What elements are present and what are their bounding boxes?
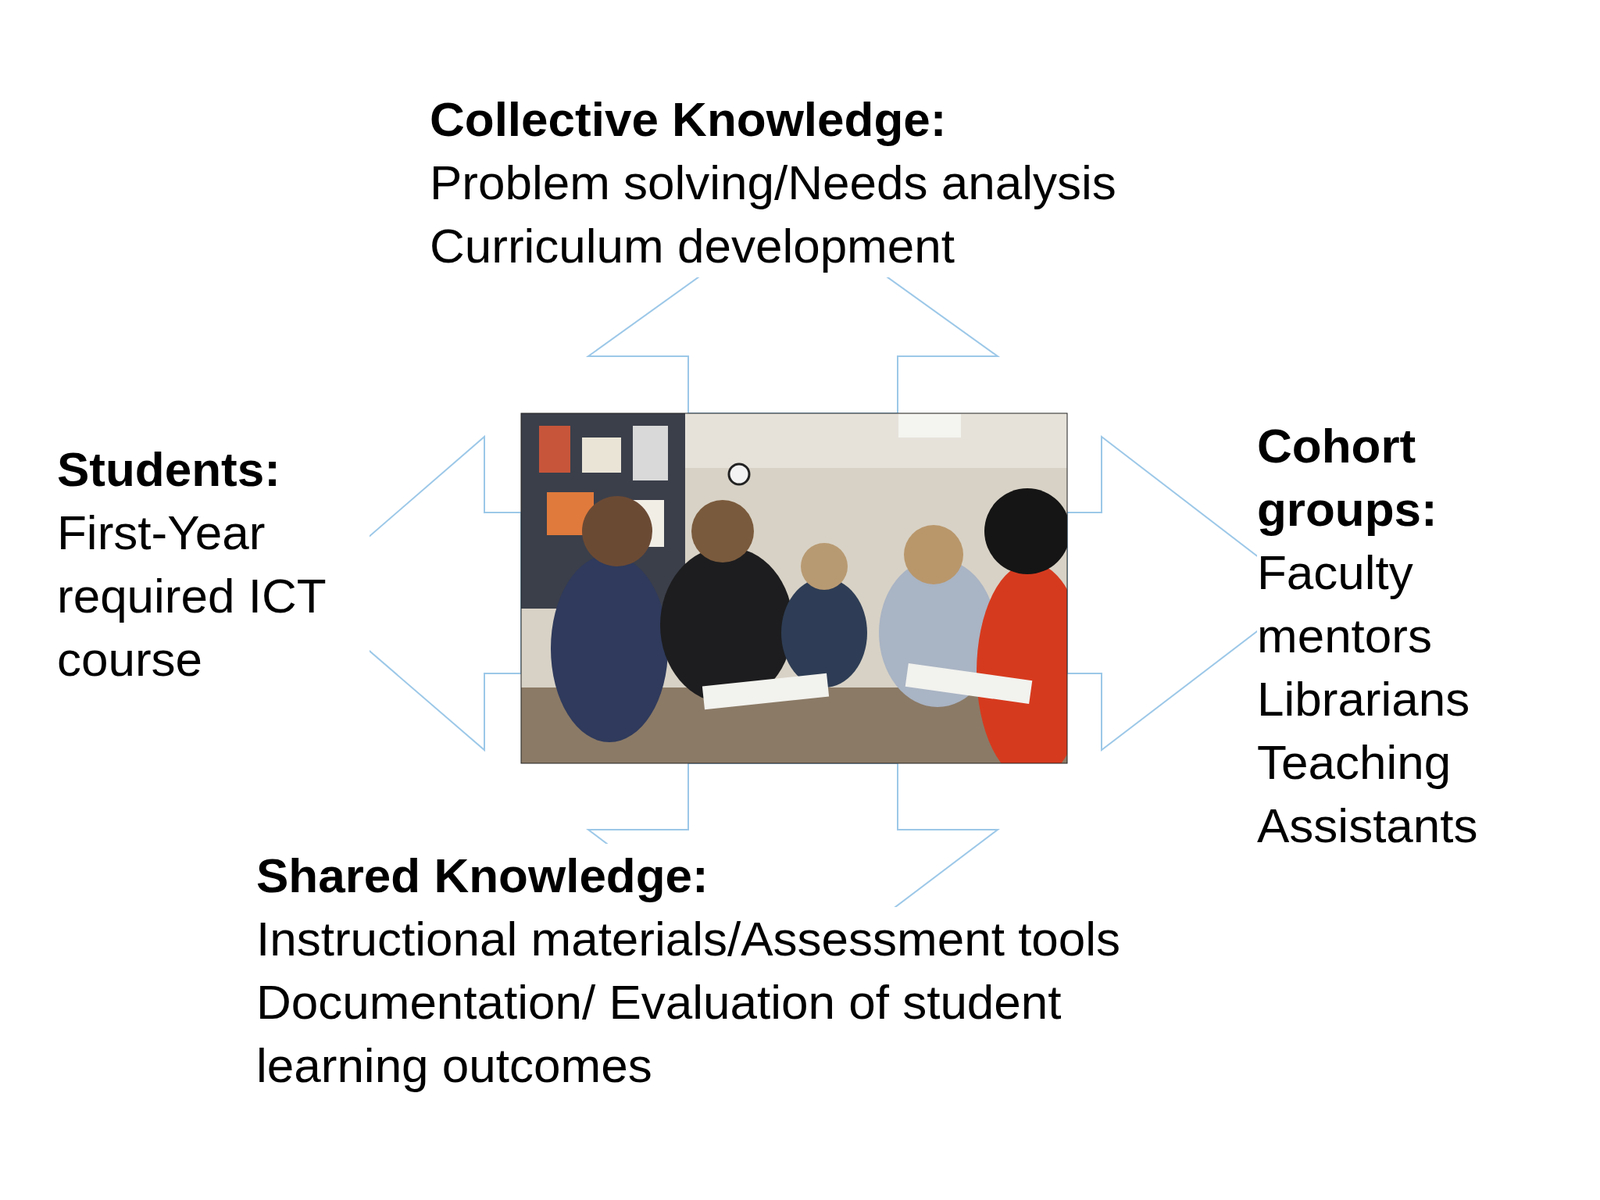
group-heading: Cohort groups: bbox=[1257, 414, 1539, 541]
group-item: Documentation/ Evaluation of student lea… bbox=[256, 970, 1241, 1097]
group-item: Problem solving/Needs analysis bbox=[429, 150, 1117, 215]
collective-knowledge-group: Collective Knowledge:Problem solving/Nee… bbox=[429, 87, 1446, 278]
group-item: Instructional materials/Assessment tools bbox=[256, 907, 1121, 971]
group-item: First-Year required ICT course bbox=[57, 500, 370, 691]
group-item: Faculty mentors bbox=[1257, 540, 1539, 668]
shared-knowledge-group: Shared Knowledge:Instructional materials… bbox=[256, 843, 1241, 1097]
group-item: Librarians bbox=[1257, 667, 1470, 731]
group-heading: Collective Knowledge: bbox=[429, 87, 947, 151]
group-heading: Shared Knowledge: bbox=[256, 843, 709, 908]
students-group: Students:First-Year required ICT course bbox=[57, 437, 370, 691]
classroom-photo bbox=[521, 413, 1086, 782]
cohort-groups-group: Cohort groups:Faculty mentorsLibrariansT… bbox=[1257, 414, 1539, 858]
group-item: Teaching Assistants bbox=[1257, 730, 1539, 858]
group-item: Curriculum development bbox=[429, 214, 955, 278]
group-heading: Students: bbox=[57, 437, 281, 501]
